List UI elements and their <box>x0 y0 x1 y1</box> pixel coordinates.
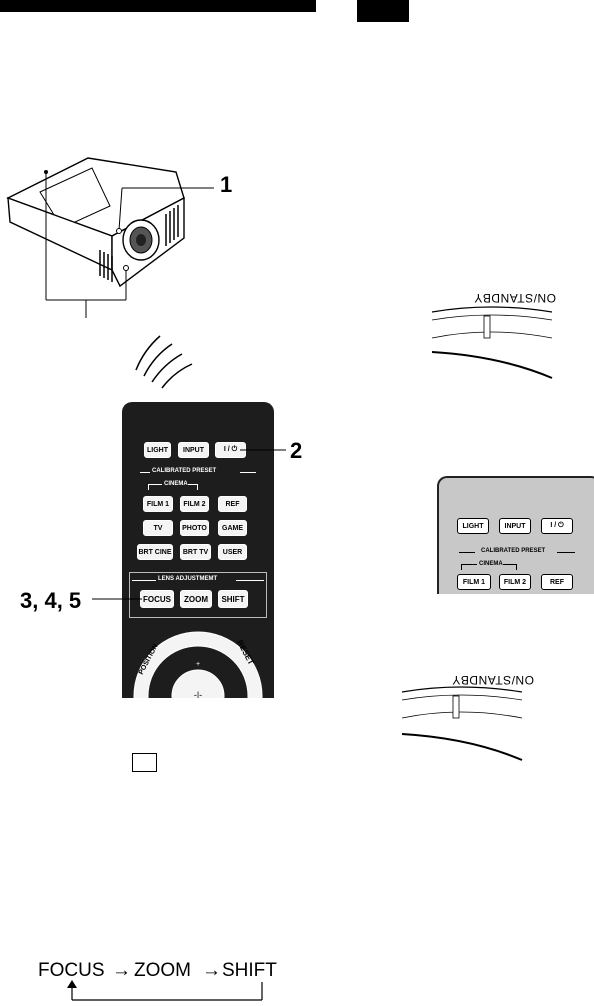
lens-adjustment-label: LENS ADJUSTMEMT <box>158 576 218 582</box>
closeup-film2-button[interactable]: FILM 2 <box>499 574 531 590</box>
callout-2: 2 <box>290 438 303 463</box>
diagram-shift: SHIFT <box>222 960 277 981</box>
closeup-light-button[interactable]: LIGHT <box>457 518 489 534</box>
diagram-zoom: ZOOM <box>134 960 191 981</box>
svg-text:-|-: -|- <box>194 690 202 698</box>
user-button[interactable]: USER <box>218 544 247 560</box>
note-badge <box>357 0 409 22</box>
svg-text:+: + <box>196 661 200 668</box>
brt-cine-button[interactable]: BRT CINE <box>137 544 173 560</box>
callout-3-4-5: 3, 4, 5 <box>20 588 82 613</box>
closeup-calibrated-preset-label: CALIBRATED PRESET <box>481 548 546 554</box>
diagram-arrow-2: → <box>202 960 221 981</box>
callout-3-4-5-line <box>92 598 142 600</box>
projector-illustration <box>6 157 214 318</box>
section-header-bar <box>0 0 316 12</box>
diagram-arrow-1: → <box>112 960 131 981</box>
closeup-cinema-label: CINEMA <box>479 561 503 567</box>
brt-tv-button[interactable]: BRT TV <box>180 544 211 560</box>
focus-button[interactable]: FOCUS <box>140 590 174 608</box>
ref-button[interactable]: REF <box>218 496 247 512</box>
on-standby-indicator <box>431 306 553 379</box>
light-button[interactable]: LIGHT <box>144 442 171 458</box>
power-button[interactable]: I / ⏻ <box>215 442 246 458</box>
closeup-input-button[interactable]: INPUT <box>499 518 531 534</box>
photo-button[interactable]: PHOTO <box>180 520 209 536</box>
signal-waves-icon <box>135 335 193 389</box>
svg-text:+: + <box>220 691 224 698</box>
calibrated-preset-label: CALIBRATED PRESET <box>152 468 217 474</box>
input-button[interactable]: INPUT <box>178 442 209 458</box>
cycle-return-arrow <box>67 980 263 1001</box>
zoom-button[interactable]: ZOOM <box>180 590 212 608</box>
film1-button[interactable]: FILM 1 <box>143 496 173 512</box>
shift-button[interactable]: SHIFT <box>218 590 248 608</box>
diagram-focus: FOCUS <box>38 960 105 981</box>
on-standby-indicator-2 <box>401 686 523 761</box>
svg-text:+: + <box>172 691 176 698</box>
game-button[interactable]: GAME <box>218 520 247 536</box>
lens-adjustment-group <box>129 572 267 618</box>
callout-2-line <box>240 449 286 451</box>
film2-button[interactable]: FILM 2 <box>180 496 209 512</box>
closeup-ref-button[interactable]: REF <box>541 574 573 590</box>
remote-control: LIGHT INPUT I / ⏻ CALIBRATED PRESET CINE… <box>122 402 274 698</box>
tv-button[interactable]: TV <box>143 520 173 536</box>
callout-1: 1 <box>220 172 233 197</box>
navigation-pad[interactable]: + + + -|- <box>122 620 274 698</box>
button-symbol-box <box>132 753 157 772</box>
cinema-label: CINEMA <box>164 481 188 487</box>
closeup-power-button[interactable]: I / ⏻ <box>541 518 573 534</box>
remote-closeup: LIGHT INPUT I / ⏻ CALIBRATED PRESET CINE… <box>437 476 594 594</box>
closeup-film1-button[interactable]: FILM 1 <box>457 574 491 590</box>
